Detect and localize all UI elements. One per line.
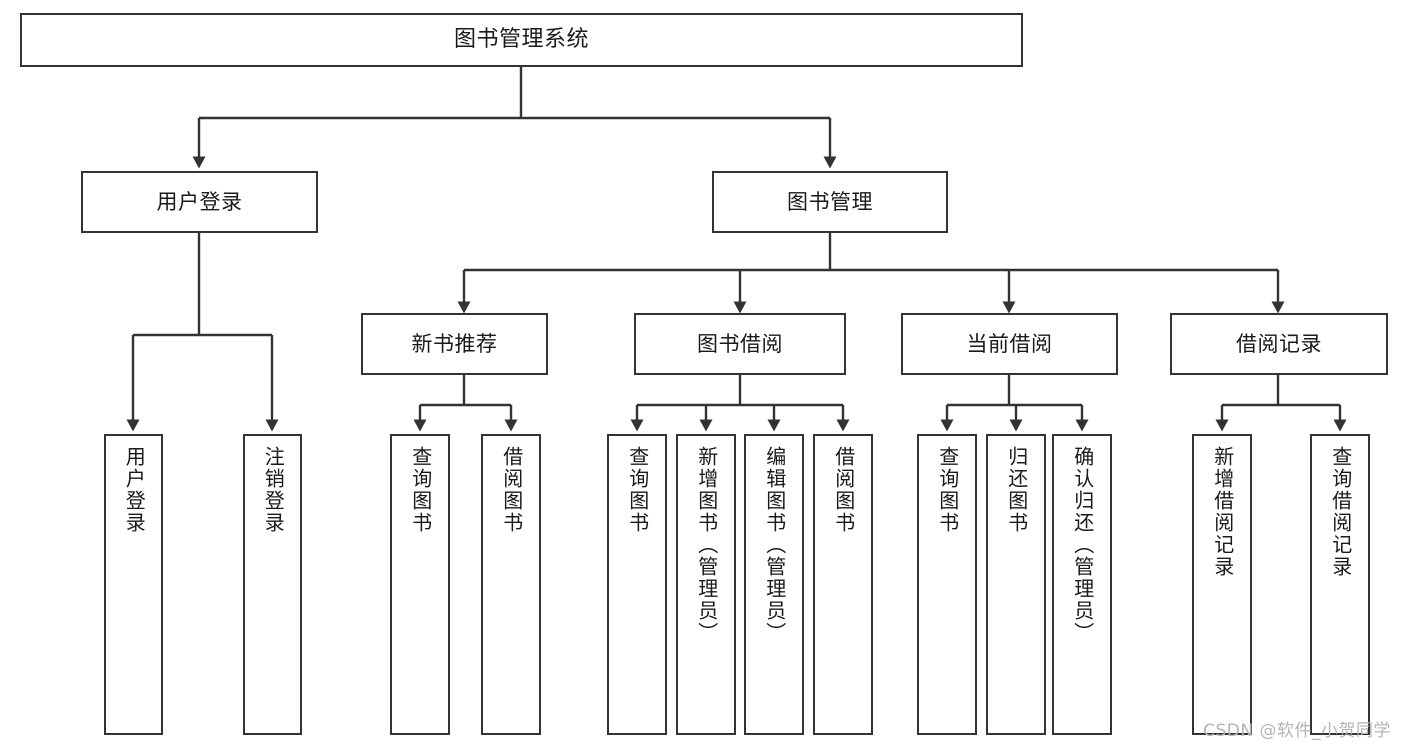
node-leaf-user-logout-label: 注销登录 — [261, 446, 286, 534]
watermark: CSDN @软件_小贺同学 — [1203, 721, 1391, 741]
node-leaf-add-book-label: 新增图书（管理员） — [694, 446, 719, 644]
node-leaf-borrow-book-2[interactable]: 借阅图书 — [813, 434, 873, 735]
node-new-book-recommend-label: 新书推荐 — [411, 331, 498, 356]
node-borrow-record-label: 借阅记录 — [1236, 331, 1322, 356]
node-leaf-add-book[interactable]: 新增图书（管理员） — [676, 434, 736, 735]
node-leaf-user-login[interactable]: 用户登录 — [104, 434, 163, 735]
node-new-book-recommend[interactable]: 新书推荐 — [361, 313, 548, 375]
node-leaf-borrow-book-1[interactable]: 借阅图书 — [481, 434, 541, 735]
node-leaf-confirm-return[interactable]: 确认归还（管理员） — [1052, 434, 1112, 735]
node-leaf-borrow-book-1-label: 借阅图书 — [499, 446, 524, 534]
node-leaf-return-book[interactable]: 归还图书 — [986, 434, 1046, 735]
node-leaf-edit-book-label: 编辑图书（管理员） — [762, 446, 787, 644]
node-user-login-label: 用户登录 — [156, 189, 243, 214]
node-book-manage[interactable]: 图书管理 — [712, 171, 948, 233]
node-borrow-record[interactable]: 借阅记录 — [1170, 313, 1388, 375]
node-leaf-query-record-label: 查询借阅记录 — [1328, 446, 1353, 578]
node-leaf-query-book-3[interactable]: 查询图书 — [917, 434, 977, 735]
node-root[interactable]: 图书管理系统 — [20, 13, 1023, 67]
node-leaf-confirm-return-label: 确认归还（管理员） — [1070, 446, 1095, 644]
node-leaf-query-book-2-label: 查询图书 — [625, 446, 650, 534]
node-current-borrow[interactable]: 当前借阅 — [901, 313, 1118, 375]
node-leaf-return-book-label: 归还图书 — [1004, 446, 1029, 534]
node-leaf-query-record[interactable]: 查询借阅记录 — [1310, 434, 1370, 735]
node-book-manage-label: 图书管理 — [787, 189, 873, 214]
node-user-login[interactable]: 用户登录 — [81, 171, 318, 233]
node-leaf-user-login-label: 用户登录 — [122, 446, 147, 534]
node-leaf-borrow-book-2-label: 借阅图书 — [831, 446, 856, 534]
node-root-label: 图书管理系统 — [453, 27, 589, 53]
node-leaf-query-book-1-label: 查询图书 — [408, 446, 433, 534]
node-leaf-add-record[interactable]: 新增借阅记录 — [1192, 434, 1252, 735]
node-leaf-query-book-3-label: 查询图书 — [935, 446, 960, 534]
node-leaf-user-logout[interactable]: 注销登录 — [243, 434, 302, 735]
node-leaf-add-record-label: 新增借阅记录 — [1210, 446, 1235, 578]
node-leaf-query-book-1[interactable]: 查询图书 — [390, 434, 450, 735]
node-book-borrow[interactable]: 图书借阅 — [634, 313, 846, 375]
node-book-borrow-label: 图书借阅 — [697, 331, 783, 356]
node-leaf-query-book-2[interactable]: 查询图书 — [607, 434, 667, 735]
node-current-borrow-label: 当前借阅 — [966, 331, 1053, 356]
node-leaf-edit-book[interactable]: 编辑图书（管理员） — [744, 434, 804, 735]
